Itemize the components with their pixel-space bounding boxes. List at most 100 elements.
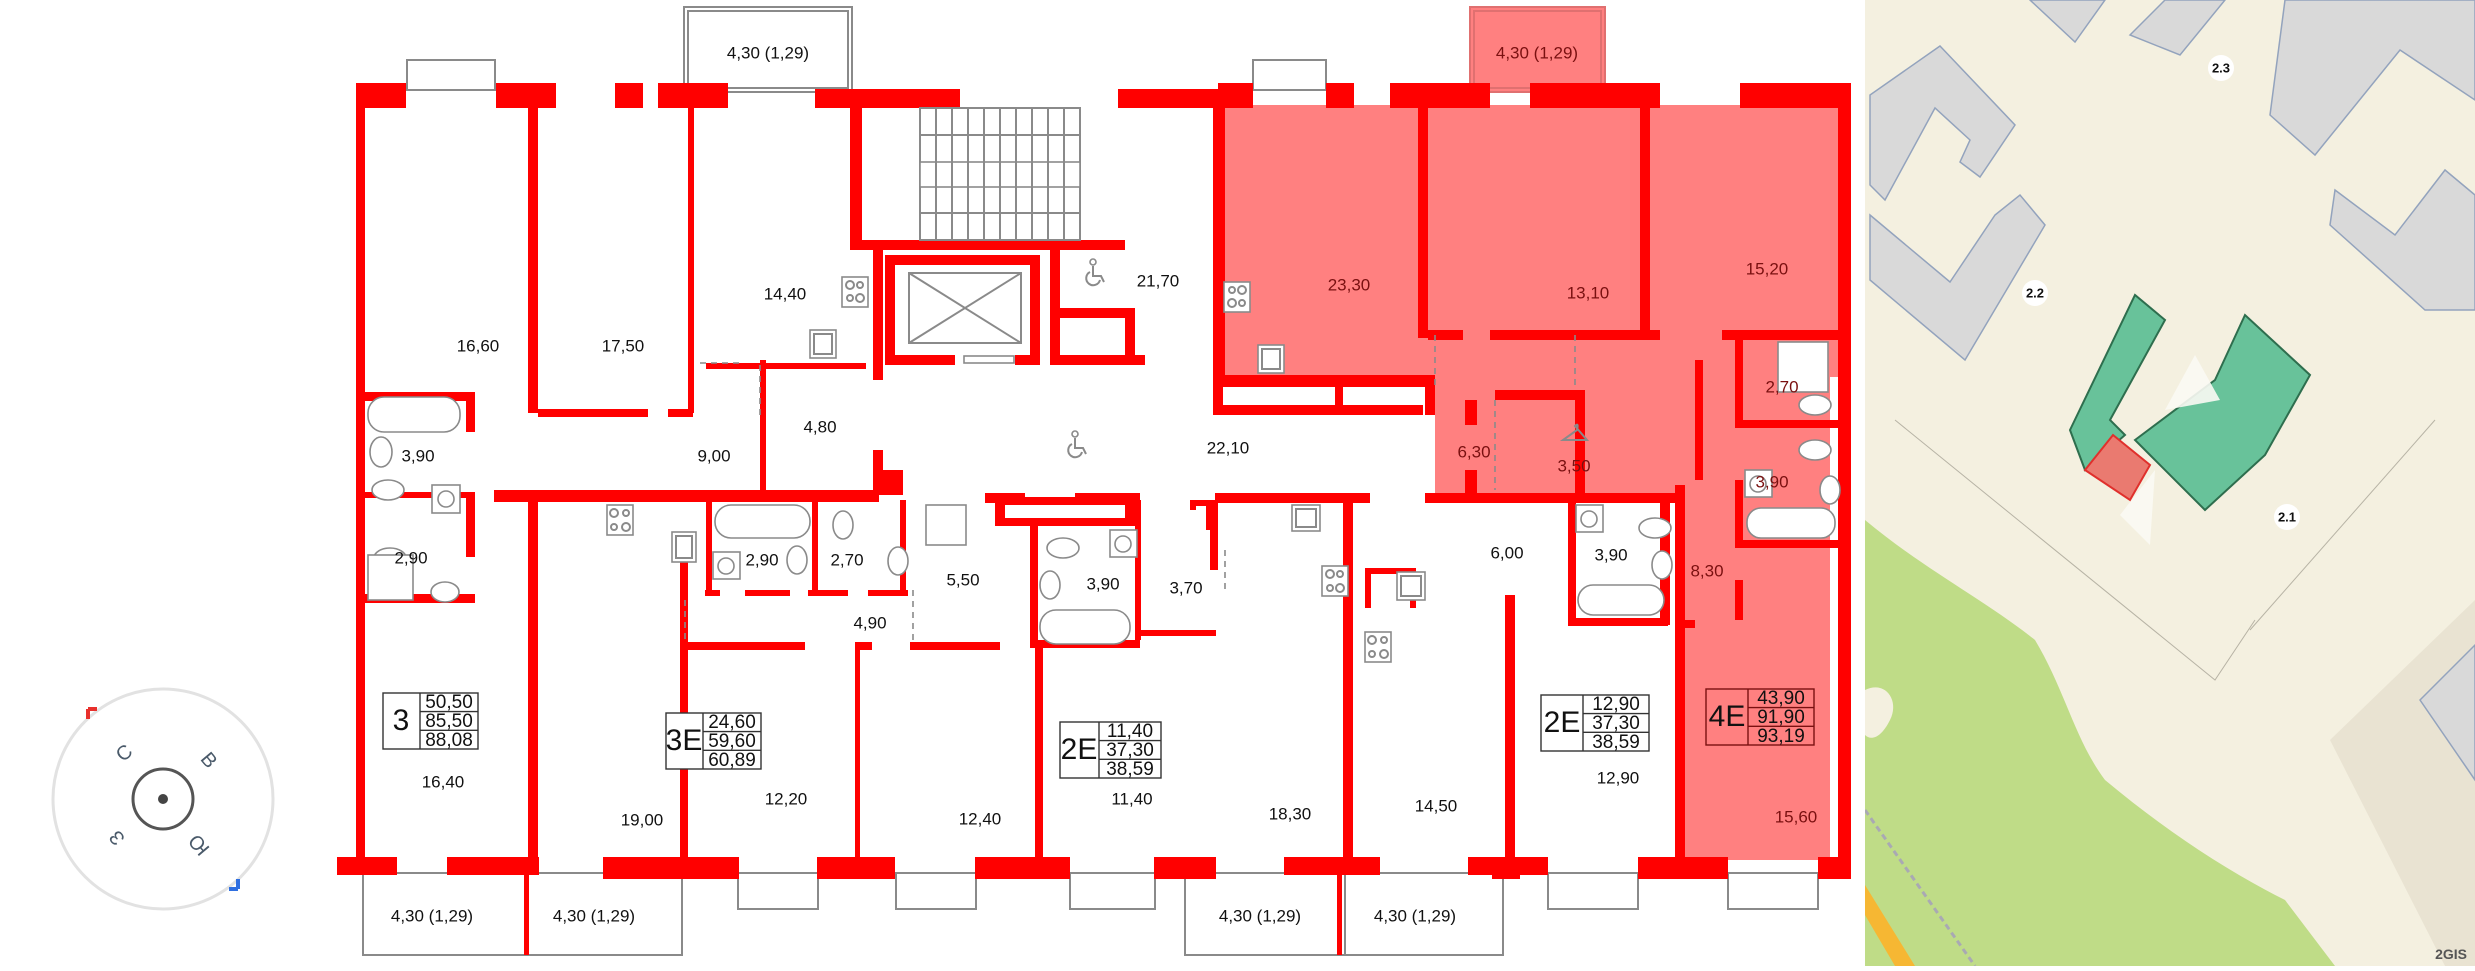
floor-plan-drawing: 4,30 (1,29) 4,30 (1,29) 4,30 (1,29) 4,30… bbox=[51, 6, 1851, 956]
sink-icon bbox=[1396, 571, 1426, 601]
total-area-with-balcony: 88,08 bbox=[425, 730, 473, 751]
washbasin-icon bbox=[1651, 550, 1673, 580]
svg-text:2.2: 2.2 bbox=[2026, 285, 2044, 300]
balcony-bottom-1[interactable]: 4,30 (1,29) bbox=[362, 872, 527, 956]
room-area: 2,70 bbox=[1765, 377, 1798, 396]
room-area: 15,60 bbox=[1775, 807, 1818, 826]
toilet-icon bbox=[1046, 537, 1080, 559]
room-area: 12,20 bbox=[765, 789, 808, 808]
map-attribution: 2GIS bbox=[2435, 946, 2467, 962]
apartment-card-3[interactable]: 3 50,50 85,50 88,08 bbox=[382, 692, 479, 751]
selected-section[interactable] bbox=[2083, 433, 2152, 502]
balcony-area-label: 4,30 (1,29) bbox=[1374, 906, 1456, 925]
svg-text:2.3: 2.3 bbox=[2212, 60, 2230, 75]
building-2-2[interactable] bbox=[1869, 45, 2046, 362]
building-pin-2-2[interactable]: 2.2 bbox=[2022, 280, 2048, 306]
total-area: 91,90 bbox=[1757, 707, 1805, 728]
room-area-labels: 16,60 17,50 14,40 21,70 23,30 13,10 15,2… bbox=[394, 259, 1817, 829]
room-area: 3,90 bbox=[401, 446, 434, 465]
balcony-bottom-2[interactable]: 4,30 (1,29) bbox=[525, 872, 683, 956]
sink-icon bbox=[671, 531, 697, 563]
room-area: 17,50 bbox=[602, 336, 645, 355]
building-2-1-selected[interactable] bbox=[2068, 293, 2312, 512]
washing-machine-icon bbox=[712, 551, 741, 580]
room-area: 2,70 bbox=[830, 550, 863, 569]
site-map[interactable]: 2.3 2.2 2.1 bbox=[1865, 0, 2475, 966]
room-area: 2,90 bbox=[394, 548, 427, 567]
sink-icon bbox=[809, 329, 837, 359]
stove-icon bbox=[1364, 631, 1392, 663]
room-area: 12,40 bbox=[959, 809, 1002, 828]
room-area: 3,90 bbox=[1594, 545, 1627, 564]
apartment-type: 2E bbox=[1544, 706, 1581, 739]
room-area: 12,90 bbox=[1597, 768, 1640, 787]
stove-icon bbox=[606, 504, 634, 536]
room-area: 22,10 bbox=[1207, 438, 1250, 457]
washbasin-icon bbox=[786, 545, 808, 575]
apartment-card-2e-b[interactable]: 2E 12,90 37,30 38,59 bbox=[1540, 694, 1650, 753]
balcony-bottom-3[interactable]: 4,30 (1,29) bbox=[1184, 872, 1346, 956]
building-pin-2-1[interactable]: 2.1 bbox=[2274, 504, 2300, 530]
apartment-type: 3E bbox=[666, 724, 703, 757]
room-area: 16,60 bbox=[457, 336, 500, 355]
site-map-panel[interactable]: 2.3 2.2 2.1 2GIS bbox=[1865, 0, 2475, 966]
apartment-type: 3 bbox=[393, 704, 410, 737]
washbasin-icon bbox=[369, 436, 393, 468]
sink-icon bbox=[1291, 504, 1321, 532]
room-area: 4,90 bbox=[853, 613, 886, 632]
washing-machine-icon bbox=[1744, 469, 1773, 498]
room-area: 11,40 bbox=[1111, 789, 1152, 808]
apartment-type: 4E bbox=[1709, 700, 1746, 733]
total-area-with-balcony: 60,89 bbox=[708, 750, 756, 771]
apartment-card-4e[interactable]: 4E 43,90 91,90 93,19 bbox=[1705, 688, 1815, 747]
balcony-top-1[interactable]: 4,30 (1,29) bbox=[683, 6, 853, 93]
room-area: 5,50 bbox=[946, 570, 979, 589]
room-area: 6,30 bbox=[1457, 442, 1490, 461]
balcony-area-label: 4,30 (1,29) bbox=[1219, 906, 1301, 925]
balcony-top-2-highlighted[interactable]: 4,30 (1,29) bbox=[1469, 6, 1606, 93]
room-area: 14,40 bbox=[764, 284, 807, 303]
stove-icon bbox=[1321, 565, 1349, 597]
room-area: 15,20 bbox=[1746, 259, 1789, 278]
balcony-bottom-4[interactable]: 4,30 (1,29) bbox=[1344, 872, 1504, 956]
balcony-area-label: 4,30 (1,29) bbox=[553, 906, 635, 925]
building-2-3[interactable] bbox=[2028, 0, 2226, 56]
washbasin-icon bbox=[1819, 475, 1841, 505]
living-area: 50,50 bbox=[425, 692, 473, 713]
toilet-icon bbox=[1638, 517, 1672, 539]
north-marker-icon bbox=[86, 707, 97, 719]
road bbox=[1865, 885, 1915, 966]
bathtub-icon bbox=[1039, 609, 1131, 645]
bathtub-icon bbox=[714, 504, 811, 539]
stove-icon bbox=[1223, 281, 1251, 313]
building-pin-2-3[interactable]: 2.3 bbox=[2208, 55, 2234, 81]
room-area: 13,10 bbox=[1567, 283, 1610, 302]
compass-widget[interactable]: С В Ю З bbox=[51, 687, 275, 911]
south-marker-icon bbox=[229, 879, 240, 891]
shower-icon bbox=[925, 504, 967, 546]
room-area: 2,90 bbox=[745, 550, 778, 569]
toilet-icon bbox=[832, 510, 854, 540]
total-area: 59,60 bbox=[708, 731, 756, 752]
balcony-area-label: 4,30 (1,29) bbox=[391, 906, 473, 925]
room-area: 19,00 bbox=[621, 810, 664, 829]
interior-walls bbox=[365, 100, 1842, 872]
building-east bbox=[2269, 0, 2475, 311]
washbasin-icon bbox=[1039, 570, 1061, 600]
bathtub-icon bbox=[1746, 507, 1836, 539]
room-area: 6,00 bbox=[1490, 543, 1523, 562]
total-area: 37,30 bbox=[1106, 740, 1154, 761]
apartment-type: 2E bbox=[1061, 733, 1098, 766]
apartment-card-2e-a[interactable]: 2E 11,40 37,30 38,59 bbox=[1059, 721, 1162, 780]
wheelchair-icon bbox=[1067, 430, 1087, 459]
toilet-icon bbox=[1798, 394, 1832, 416]
total-area: 37,30 bbox=[1592, 713, 1640, 734]
floor-plan-panel: 4,30 (1,29) 4,30 (1,29) 4,30 (1,29) 4,30… bbox=[51, 6, 1851, 956]
bathtub-icon bbox=[1577, 584, 1665, 616]
apartment-card-3e[interactable]: 3E 24,60 59,60 60,89 bbox=[665, 712, 762, 771]
living-area: 43,90 bbox=[1757, 688, 1805, 709]
room-area: 23,30 bbox=[1328, 275, 1371, 294]
washbasin-icon bbox=[430, 581, 460, 603]
balcony-area-label: 4,30 (1,29) bbox=[1496, 43, 1578, 62]
apartment-4e-highlight[interactable] bbox=[1215, 7, 1845, 860]
